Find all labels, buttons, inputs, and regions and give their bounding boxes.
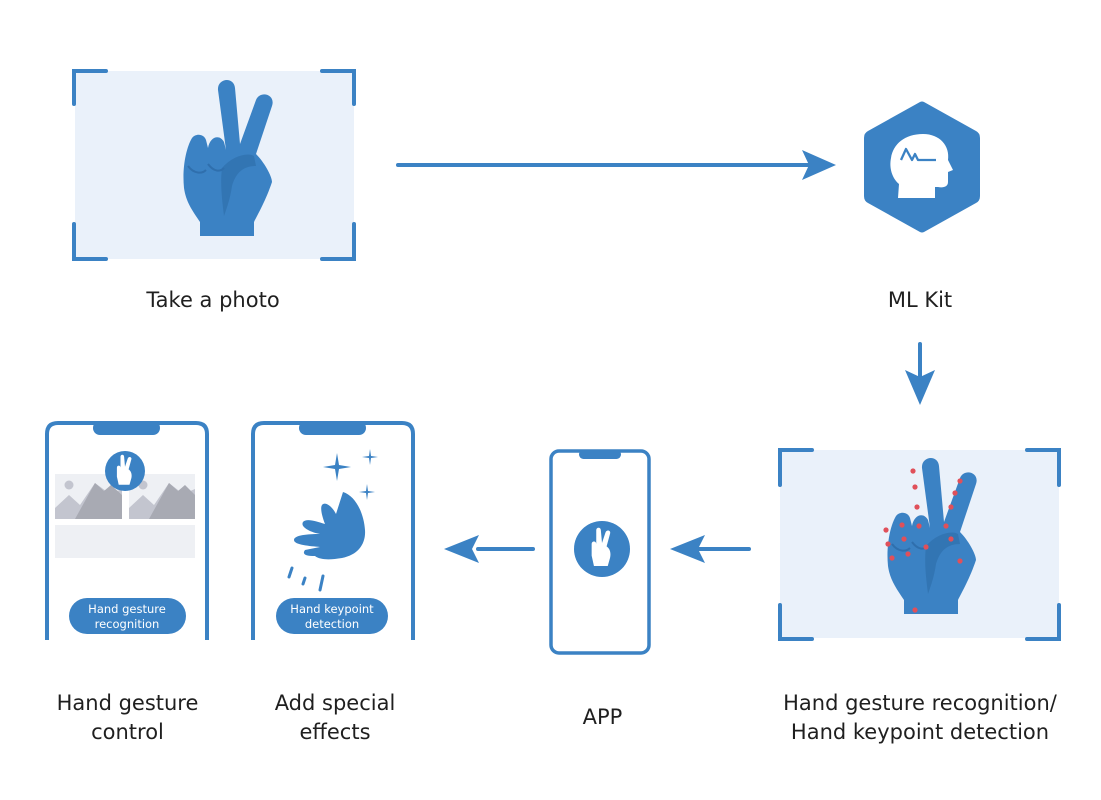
phone-notch <box>579 450 621 459</box>
node-special-effects: Hand keypoint detection <box>251 421 415 640</box>
pill-line-1: Hand gesture <box>88 602 166 616</box>
phone-peace-icon <box>574 521 630 577</box>
label-gesture-control: Hand gesture control <box>40 689 215 747</box>
ml-head-icon <box>890 134 953 198</box>
label-special-effects: Add special effects <box>250 689 420 747</box>
node-app <box>549 449 651 655</box>
pill-line-1: Hand keypoint <box>290 602 374 616</box>
label-line: Add special <box>274 691 396 715</box>
arrow-right-1 <box>396 150 836 180</box>
keypoint-dots <box>883 468 963 613</box>
pill-line-2: recognition <box>95 617 160 631</box>
peace-badge-icon <box>105 451 145 491</box>
label-take-photo: Take a photo <box>146 288 280 312</box>
label-line: Hand gesture <box>56 691 199 715</box>
pill-hand-keypoint-detection: Hand keypoint detection <box>276 598 388 634</box>
label-line: Hand gesture recognition/ <box>783 691 1057 715</box>
label-line: Hand keypoint detection <box>790 720 1050 744</box>
viewfinder-corners-icon <box>778 448 1061 641</box>
phone-notch <box>93 421 160 435</box>
viewfinder-corners-icon <box>72 69 356 261</box>
label-line: effects <box>299 720 371 744</box>
arrow-left-1 <box>670 535 751 563</box>
label-ml-kit: ML Kit <box>887 288 953 312</box>
node-take-photo <box>72 69 356 261</box>
pill-line-2: detection <box>305 617 359 631</box>
phone-hand-sparkle-icon <box>287 449 378 592</box>
label-detection: Hand gesture recognition/ Hand keypoint … <box>745 689 1095 747</box>
content-placeholder <box>55 525 195 558</box>
phone-notch <box>299 421 366 435</box>
phone-gallery-icon <box>55 451 195 558</box>
arrow-down <box>905 342 935 405</box>
peace-hand-keypoints-icon <box>883 456 978 615</box>
motion-lines <box>287 566 325 592</box>
pill-hand-gesture-recognition: Hand gesture recognition <box>69 598 186 634</box>
node-ml-kit <box>864 101 980 233</box>
arrow-left-2 <box>444 535 535 563</box>
sparkle-icons <box>323 449 378 500</box>
node-gesture-control: Hand gesture recognition <box>45 421 209 640</box>
node-detection <box>778 448 1061 641</box>
label-app: APP <box>582 705 623 729</box>
label-line: control <box>91 720 164 744</box>
